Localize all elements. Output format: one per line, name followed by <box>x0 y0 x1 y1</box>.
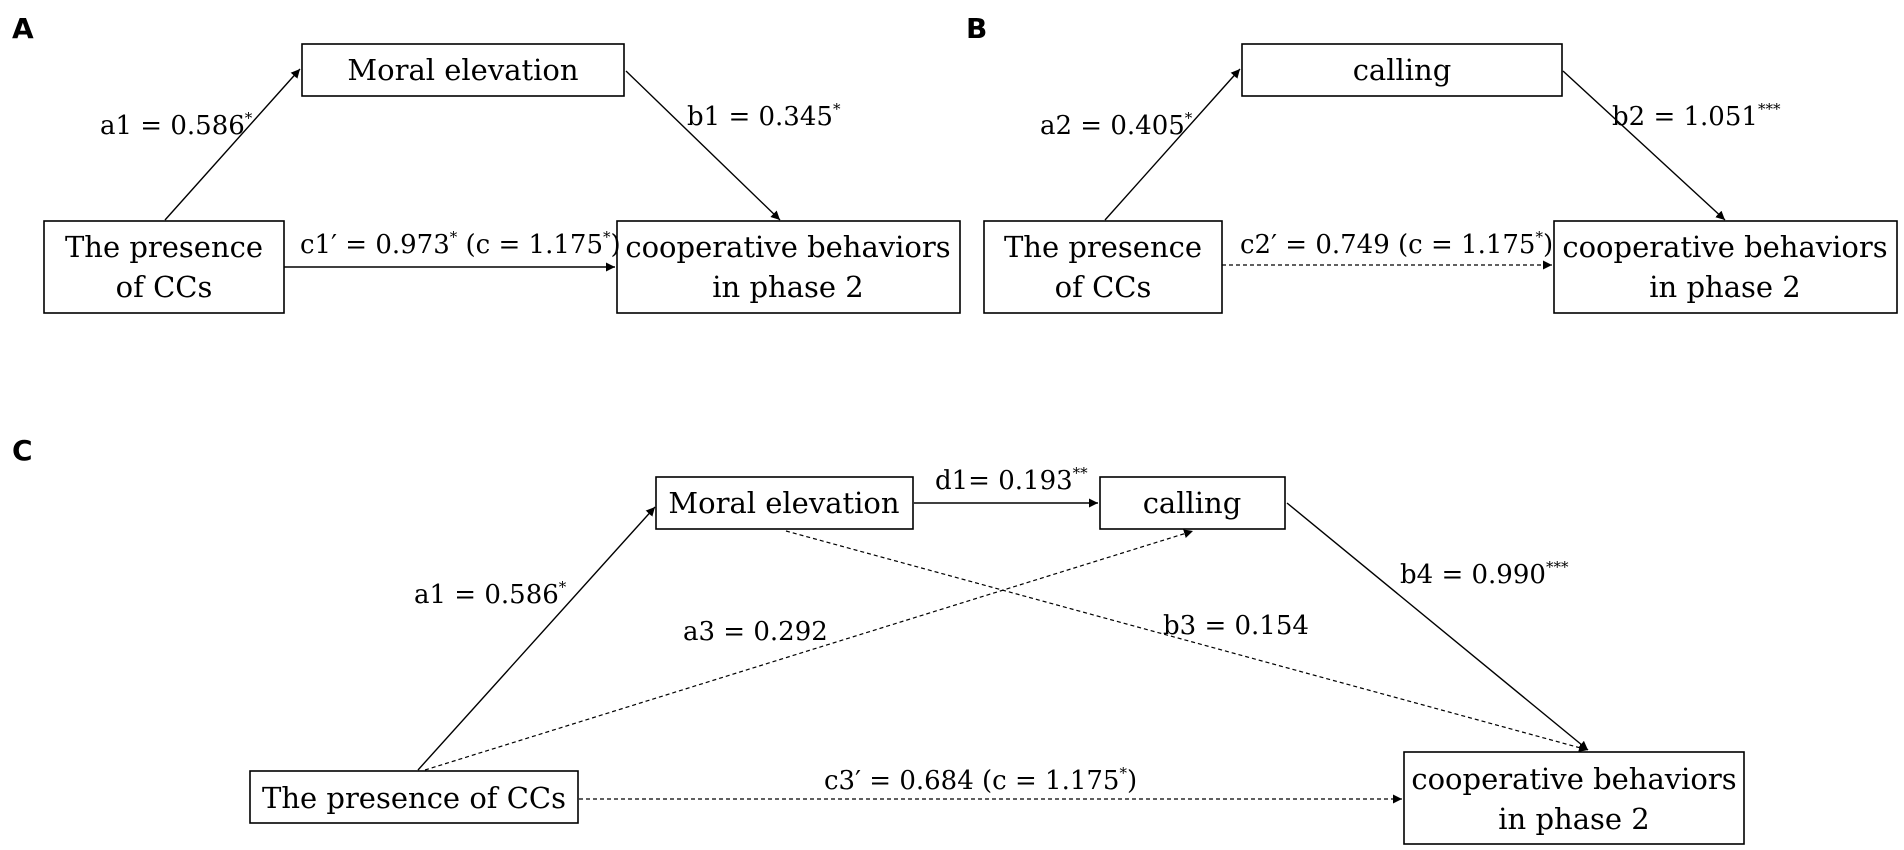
panel-b-outcome-line2: in phase 2 <box>1649 270 1800 304</box>
panel-c-path-a1-label: a1 = 0.586* <box>414 578 567 610</box>
panel-c-outcome-line1: cooperative behaviors <box>1411 762 1736 796</box>
panel-a-mediator-label: Moral elevation <box>347 53 578 87</box>
panel-c-mediator1-label: Moral elevation <box>668 486 899 520</box>
panel-a-label: A <box>12 12 34 45</box>
panel-c-path-b4-label: b4 = 0.990*** <box>1400 558 1569 590</box>
panel-c-outcome-box <box>1403 751 1745 845</box>
panel-c-path-c-label: c3′ = 0.684 (c = 1.175*) <box>824 764 1137 796</box>
panel-c-outcome-line2: in phase 2 <box>1498 802 1649 836</box>
panel-b-label: B <box>966 12 987 45</box>
panel-b-predictor-box <box>983 220 1223 314</box>
panel-c-path-b3-label: b3 = 0.154 <box>1163 611 1309 641</box>
panel-a-outcome-line1: cooperative behaviors <box>625 230 950 264</box>
panel-c-mediator1-box <box>655 476 914 530</box>
panel-a: A Moral elevation The presence of CCs co… <box>12 12 961 314</box>
panel-c-path-d1-label: d1= 0.193** <box>935 464 1088 496</box>
panel-b-path-a-label: a2 = 0.405* <box>1040 109 1193 141</box>
panel-a-predictor-line2: of CCs <box>116 270 213 304</box>
panel-b-path-a-arrow <box>1104 68 1241 221</box>
panel-b-outcome-box <box>1553 220 1898 314</box>
panel-c-label: C <box>12 434 33 467</box>
panel-b-mediator-label: calling <box>1353 53 1452 87</box>
panel-a-path-a-label: a1 = 0.586* <box>100 109 253 141</box>
panel-c-path-a1-arrow <box>417 506 656 771</box>
panel-c-mediator2-box <box>1099 476 1286 530</box>
panel-a-path-c-label: c1′ = 0.973* (c = 1.175*) <box>300 228 621 260</box>
panel-c-predictor-label: The presence of CCs <box>262 781 566 815</box>
panel-a-outcome-line2: in phase 2 <box>712 270 863 304</box>
panel-b-path-b-arrow <box>1562 70 1726 221</box>
panel-b-path-b-label: b2 = 1.051*** <box>1612 100 1781 132</box>
panel-b: B calling The presence of CCs cooperativ… <box>966 12 1898 314</box>
panel-c-path-b4-arrow <box>1286 502 1589 751</box>
panel-b-mediator-box <box>1241 43 1563 97</box>
panel-a-path-b-arrow <box>625 70 781 221</box>
panel-c: C Moral elevation calling The presence o… <box>12 434 1745 845</box>
panel-c-path-a3-arrow <box>424 529 1194 771</box>
panel-b-predictor-line2: of CCs <box>1055 270 1152 304</box>
panel-a-path-a-arrow <box>164 68 301 221</box>
panel-a-predictor-line1: The presence <box>65 230 263 264</box>
panel-b-path-c-label: c2′ = 0.749 (c = 1.175*) <box>1240 228 1553 260</box>
panel-b-outcome-line1: cooperative behaviors <box>1562 230 1887 264</box>
panel-c-path-a3-label: a3 = 0.292 <box>683 617 828 647</box>
panel-a-outcome-box <box>616 220 961 314</box>
panel-b-predictor-line1: The presence <box>1004 230 1202 264</box>
panel-c-predictor-box <box>249 770 579 824</box>
panel-a-path-b-label: b1 = 0.345* <box>687 100 841 132</box>
panel-a-predictor-box <box>43 220 285 314</box>
panel-a-mediator-box <box>301 43 625 97</box>
panel-c-path-b3-arrow <box>785 530 1589 752</box>
panel-c-mediator2-label: calling <box>1143 486 1242 520</box>
